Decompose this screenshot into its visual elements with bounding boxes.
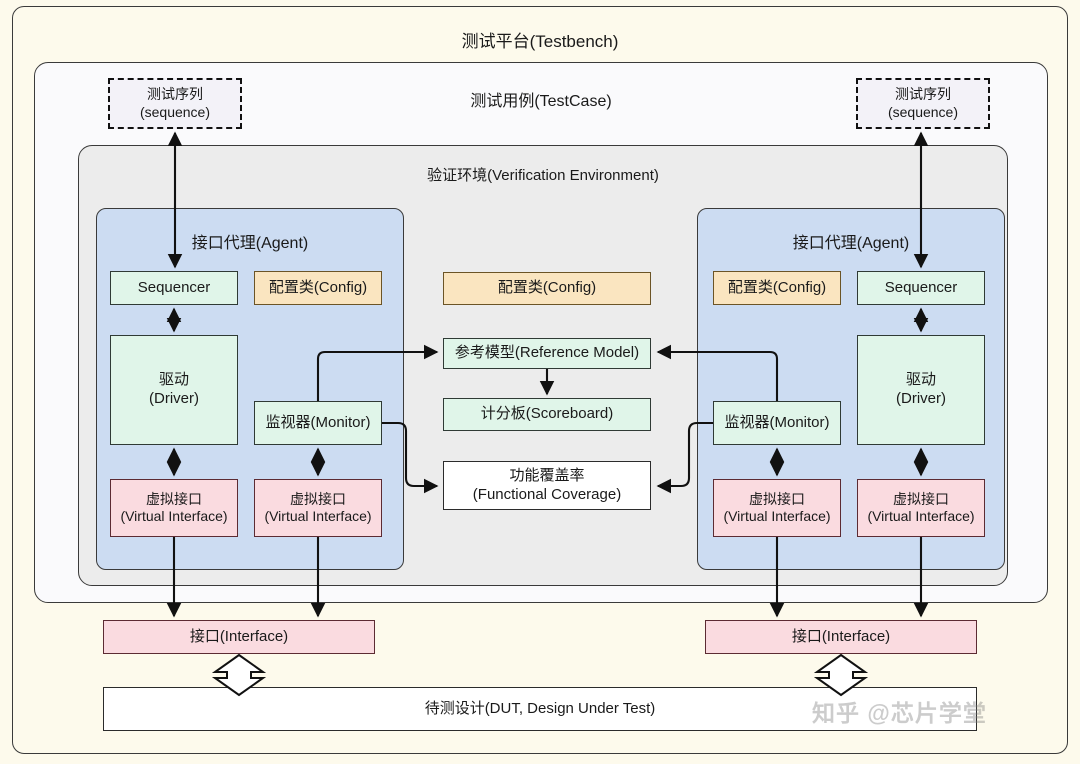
testbench-title: 测试平台(Testbench) xyxy=(461,32,619,51)
virtual-interface-right-monitor[interactable]: 虚拟接口 (Virtual Interface) xyxy=(713,479,841,537)
driver-right[interactable]: 驱动 (Driver) xyxy=(857,335,985,445)
verification-environment-title: 验证环境(Verification Environment) xyxy=(427,167,659,184)
virtual-interface-left-driver[interactable]: 虚拟接口 (Virtual Interface) xyxy=(110,479,238,537)
sequencer-right[interactable]: Sequencer xyxy=(857,271,985,305)
monitor-right[interactable]: 监视器(Monitor) xyxy=(713,401,841,445)
config-center[interactable]: 配置类(Config) xyxy=(443,272,651,305)
virtual-interface-left-monitor[interactable]: 虚拟接口 (Virtual Interface) xyxy=(254,479,382,537)
agent-left-title: 接口代理(Agent) xyxy=(191,235,309,252)
scoreboard[interactable]: 计分板(Scoreboard) xyxy=(443,398,651,431)
watermark: 知乎 @芯片学堂 xyxy=(812,700,987,726)
sequence-box-right[interactable]: 测试序列 (sequence) xyxy=(856,78,990,129)
testcase-title: 测试用例(TestCase) xyxy=(470,93,612,110)
interface-left[interactable]: 接口(Interface) xyxy=(103,620,375,654)
driver-left[interactable]: 驱动 (Driver) xyxy=(110,335,238,445)
reference-model[interactable]: 参考模型(Reference Model) xyxy=(443,338,651,369)
sequencer-left[interactable]: Sequencer xyxy=(110,271,238,305)
functional-coverage[interactable]: 功能覆盖率 (Functional Coverage) xyxy=(443,461,651,510)
config-right[interactable]: 配置类(Config) xyxy=(713,271,841,305)
sequence-box-left[interactable]: 测试序列 (sequence) xyxy=(108,78,242,129)
interface-right[interactable]: 接口(Interface) xyxy=(705,620,977,654)
virtual-interface-right-driver[interactable]: 虚拟接口 (Virtual Interface) xyxy=(857,479,985,537)
config-left[interactable]: 配置类(Config) xyxy=(254,271,382,305)
agent-right-title: 接口代理(Agent) xyxy=(792,235,910,252)
monitor-left[interactable]: 监视器(Monitor) xyxy=(254,401,382,445)
